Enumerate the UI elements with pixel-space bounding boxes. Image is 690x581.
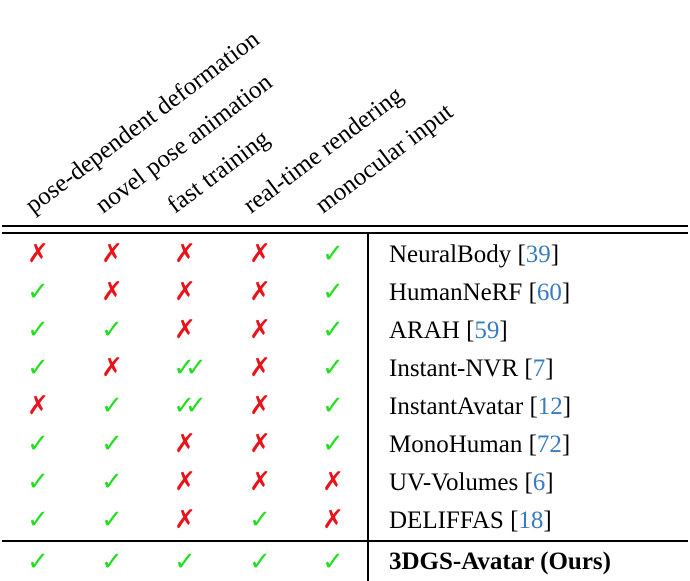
method-label: DELIFFAS <box>389 507 504 534</box>
top-rule-1 <box>2 225 688 227</box>
ours-separator-rule <box>2 540 688 542</box>
check-icon: ✓ <box>27 429 49 459</box>
check-icon: ✓ <box>27 315 49 345</box>
citation-link[interactable]: 12 <box>537 393 563 420</box>
check-icon: ✓ <box>27 467 49 497</box>
method-label: ARAH <box>389 317 460 344</box>
check-icon: ✓ <box>101 391 123 421</box>
citation-link[interactable]: 59 <box>474 317 500 344</box>
ours-method-name: 3DGS-Avatar (Ours) <box>389 548 611 575</box>
cross-icon: ✗ <box>174 467 196 497</box>
check-icon: ✓ <box>27 505 49 535</box>
cross-icon: ✗ <box>249 315 271 345</box>
cross-icon: ✗ <box>101 277 123 307</box>
cross-icon: ✗ <box>101 239 123 269</box>
cross-icon: ✗ <box>322 467 344 497</box>
top-rule-2 <box>2 232 688 234</box>
method-name: ARAH [59] <box>389 318 508 343</box>
bracket: [ <box>522 431 537 458</box>
citation-link[interactable]: 6 <box>532 469 546 496</box>
method-label: Instant-NVR <box>389 355 519 382</box>
bracket: ] <box>545 355 554 382</box>
cross-icon: ✗ <box>27 391 49 421</box>
citation-link[interactable]: 39 <box>525 241 551 268</box>
method-label: UV-Volumes <box>389 469 519 496</box>
cross-icon: ✗ <box>174 505 196 535</box>
bracket: [ <box>511 241 526 268</box>
check-icon: ✓ <box>249 547 271 577</box>
cross-icon: ✗ <box>249 467 271 497</box>
check-icon: ✓ <box>27 547 49 577</box>
bracket: ] <box>561 431 571 458</box>
bracket: ] <box>543 507 552 534</box>
bracket: [ <box>522 279 537 306</box>
check-icon: ✓ <box>322 429 344 459</box>
double-check-icon: ✓✓ <box>173 391 207 421</box>
cross-icon: ✗ <box>249 429 271 459</box>
method-label: HumanNeRF <box>389 279 523 306</box>
cross-icon: ✗ <box>322 505 344 535</box>
check-icon: ✓ <box>174 547 196 577</box>
method-label: MonoHuman <box>389 431 523 458</box>
bracket: ] <box>499 317 508 344</box>
double-check-icon: ✓✓ <box>173 353 207 383</box>
check-icon: ✓ <box>101 315 123 345</box>
citation-link[interactable]: 72 <box>536 431 562 458</box>
method-label: NeuralBody <box>389 241 512 268</box>
method-label: InstantAvatar <box>389 393 524 420</box>
citation-link[interactable]: 18 <box>518 507 544 534</box>
check-icon: ✓ <box>101 429 123 459</box>
cross-icon: ✗ <box>174 277 196 307</box>
citation-link[interactable]: 60 <box>536 279 562 306</box>
check-icon: ✓ <box>322 277 344 307</box>
cross-icon: ✗ <box>249 353 271 383</box>
cross-icon: ✗ <box>249 391 271 421</box>
bracket: [ <box>459 317 475 344</box>
check-icon: ✓ <box>27 353 49 383</box>
method-name: MonoHuman [72] <box>389 432 570 457</box>
cross-icon: ✗ <box>174 239 196 269</box>
bracket: [ <box>503 507 519 534</box>
method-name: DELIFFAS [18] <box>389 508 552 533</box>
bracket: ] <box>562 393 572 420</box>
vertical-rule <box>367 233 369 581</box>
check-icon: ✓ <box>322 391 344 421</box>
method-name: HumanNeRF [60] <box>389 280 570 305</box>
check-icon: ✓ <box>27 277 49 307</box>
cross-icon: ✗ <box>174 429 196 459</box>
cross-icon: ✗ <box>27 239 49 269</box>
check-icon: ✓ <box>322 315 344 345</box>
citation-link[interactable]: 7 <box>532 355 546 382</box>
method-name: InstantAvatar [12] <box>389 394 571 419</box>
cross-icon: ✗ <box>249 239 271 269</box>
cross-icon: ✗ <box>249 277 271 307</box>
cross-icon: ✗ <box>174 315 196 345</box>
check-icon: ✓ <box>249 505 271 535</box>
bracket: ] <box>545 469 554 496</box>
method-name: UV-Volumes [6] <box>389 470 554 495</box>
bracket: [ <box>518 469 533 496</box>
check-icon: ✓ <box>322 547 344 577</box>
check-icon: ✓ <box>101 547 123 577</box>
method-name: Instant-NVR [7] <box>389 356 554 381</box>
bracket: [ <box>523 393 538 420</box>
check-icon: ✓ <box>101 467 123 497</box>
check-icon: ✓ <box>322 239 344 269</box>
check-icon: ✓ <box>101 505 123 535</box>
bracket: [ <box>518 355 533 382</box>
bracket: ] <box>550 241 560 268</box>
method-name: NeuralBody [39] <box>389 242 559 267</box>
check-icon: ✓ <box>322 353 344 383</box>
bracket: ] <box>561 279 571 306</box>
cross-icon: ✗ <box>101 353 123 383</box>
